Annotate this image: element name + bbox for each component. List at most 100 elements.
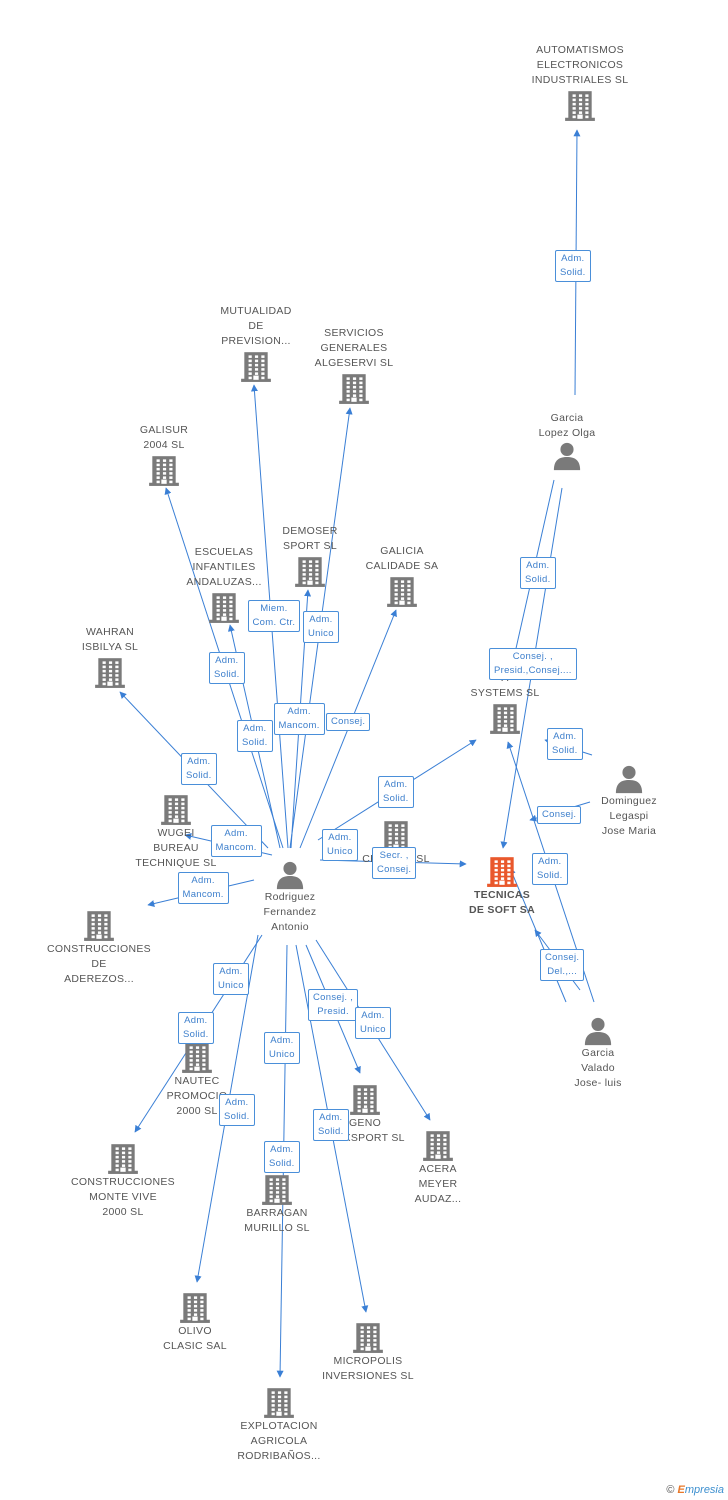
role-badge[interactable]: Adm.Solid. [178, 1012, 214, 1044]
role-badge[interactable]: Adm.Unico [322, 829, 358, 861]
role-badge-line: Solid. [214, 669, 240, 680]
role-badge[interactable]: Adm.Unico [303, 611, 339, 643]
role-badge[interactable]: Consej. ,Presid. [308, 989, 359, 1021]
role-badge-line: Consej. , [512, 651, 553, 662]
role-badge[interactable]: Consej.Del.,... [540, 949, 585, 981]
node-label-line: CONSTRUCCIONES [47, 943, 151, 955]
node-label-line: BARRAGAN [246, 1207, 308, 1219]
node-label-line: TECHNIQUE SL [135, 857, 217, 869]
role-badge-line: Presid. [317, 1006, 349, 1017]
node-label-line: NAUTEC [174, 1075, 220, 1087]
role-badge-line: Solid. [537, 870, 563, 881]
node-label-line: Jose Maria [601, 825, 657, 837]
role-badge[interactable]: Consej. ,Presid.,Consej.... [489, 648, 577, 680]
role-badge-line: Secr. , [379, 850, 409, 861]
role-badge[interactable]: Adm.Solid. [237, 720, 273, 752]
role-badge[interactable]: Adm.Mancom. [210, 825, 262, 857]
node-label-line: CLASIC SAL [163, 1340, 227, 1352]
node-label-line: BUREAU [153, 842, 199, 854]
role-badge[interactable]: Secr. ,Consej. [372, 847, 417, 879]
company-node-systems[interactable]: ASYSTEMS SL [440, 671, 570, 735]
building-icon [264, 1388, 294, 1418]
role-badge-line: Adm. [219, 966, 243, 977]
role-badge[interactable]: Adm.Solid. [520, 557, 556, 589]
role-badge[interactable]: Adm.Solid. [219, 1094, 255, 1126]
node-label-line: Fernandez [263, 906, 317, 918]
company-node-olivo[interactable]: OLIVO CLASIC SAL [130, 1290, 260, 1354]
role-badge[interactable]: Adm.Solid. [547, 728, 583, 760]
node-label-line: CALIDADE SA [365, 560, 439, 572]
building-icon [209, 593, 239, 623]
node-label-line: ELECTRONICOS [536, 59, 624, 71]
building-icon [180, 1293, 210, 1323]
building-icon [149, 456, 179, 486]
role-badge[interactable]: Adm.Solid. [313, 1109, 349, 1141]
role-badge[interactable]: Adm.Solid. [264, 1141, 300, 1173]
role-badge[interactable]: Adm.Mancom. [273, 703, 325, 735]
role-badge[interactable]: Adm.Solid. [555, 250, 591, 282]
node-label-line: Jose- luis [574, 1077, 622, 1089]
person-icon [615, 765, 643, 794]
role-badge[interactable]: Adm. Solid. [532, 853, 568, 885]
building-icon [241, 352, 271, 382]
node-label-line: PROMOCIO [166, 1090, 228, 1102]
role-badge-line: Adm. [270, 1144, 294, 1155]
role-badge[interactable]: Adm.Mancom. [177, 872, 229, 904]
node-label-line: MEYER [418, 1178, 458, 1190]
node-label-line: DE SOFT SA [468, 904, 535, 916]
role-badge-line: Adm. [538, 856, 562, 867]
node-label-line: RODRIBAÑOS... [237, 1450, 321, 1462]
node-label-line: PREVISION... [221, 335, 291, 347]
node-label: OLIVO CLASIC SAL [130, 1324, 260, 1354]
node-label-line: Garcia [550, 412, 584, 424]
node-label-line: GENO [348, 1117, 382, 1129]
role-badge[interactable]: Miem.Com. Ctr. [247, 600, 301, 632]
node-label-line: GENERALES [320, 342, 388, 354]
node-label-line: OLIVO [178, 1325, 212, 1337]
role-badge[interactable]: Consej. [326, 713, 371, 731]
role-badge-line: Unico [308, 628, 334, 639]
role-badge[interactable]: Adm.Solid. [378, 776, 414, 808]
role-badge[interactable]: Adm. Solid. [209, 652, 245, 684]
role-badge[interactable]: Adm.Unico [264, 1032, 300, 1064]
building-icon [423, 1131, 453, 1161]
role-badge[interactable]: Consej. [537, 806, 582, 824]
role-badge-line: Adm. [215, 655, 239, 666]
role-badge[interactable]: Adm.Unico [213, 963, 249, 995]
role-badge[interactable]: Adm.Unico [355, 1007, 391, 1039]
role-badge-line: Solid. [383, 793, 409, 804]
node-label-line: Legaspi [609, 810, 649, 822]
role-badge-line: Solid. [318, 1126, 344, 1137]
company-node-barragan[interactable]: BARRAGAN MURILLO SL [212, 1172, 342, 1236]
role-badge[interactable]: Adm.Solid. [181, 753, 217, 785]
node-label-line: MURILLO SL [244, 1222, 310, 1234]
role-badge-line: Adm. [526, 560, 550, 571]
role-badge-line: Mancom. [215, 842, 257, 853]
